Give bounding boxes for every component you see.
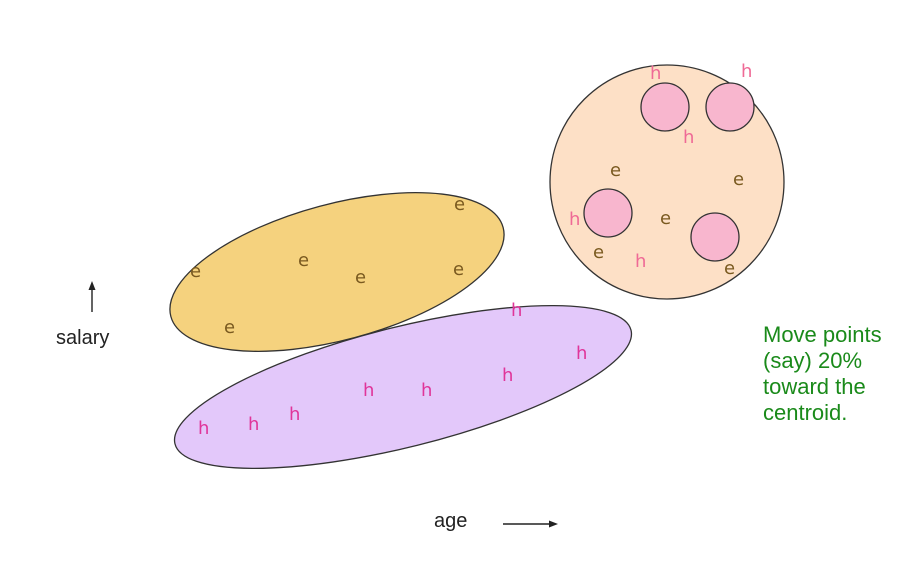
- point-h: h: [363, 380, 374, 401]
- point-e: e: [224, 317, 235, 338]
- point-e: e: [453, 259, 464, 280]
- subcluster-top-left: [640, 82, 690, 132]
- point-h: h: [198, 418, 209, 439]
- point-e: e: [190, 261, 201, 282]
- point-h: h: [635, 251, 646, 272]
- point-h: h: [569, 209, 580, 230]
- point-h: h: [289, 404, 300, 425]
- point-h: h: [421, 380, 432, 401]
- x-axis-label: age: [434, 510, 467, 532]
- subcluster-top-right: [705, 82, 755, 132]
- subcluster-right: [690, 212, 740, 262]
- x-axis-arrow: [503, 520, 558, 528]
- y-axis-label: salary: [56, 327, 109, 349]
- point-e: e: [355, 267, 366, 288]
- point-h: h: [511, 300, 522, 321]
- point-e: e: [593, 242, 604, 263]
- point-e: e: [733, 169, 744, 190]
- point-e: e: [454, 194, 465, 215]
- instruction-note: Move points (say) 20% toward the centroi…: [763, 322, 882, 425]
- point-e: e: [724, 258, 735, 279]
- h-points-peach: h h h h h: [569, 61, 752, 272]
- point-h: h: [741, 61, 752, 82]
- y-axis-arrow: [88, 281, 96, 312]
- point-h: h: [248, 414, 259, 435]
- point-e: e: [298, 250, 309, 271]
- e-points-orange: e e e e e e: [190, 194, 465, 338]
- point-h: h: [576, 343, 587, 364]
- point-h: h: [650, 63, 661, 84]
- point-e: e: [610, 160, 621, 181]
- point-h: h: [683, 127, 694, 148]
- subcluster-left: [583, 188, 633, 238]
- point-e: e: [660, 208, 671, 229]
- point-h: h: [502, 365, 513, 386]
- h-points-purple: h h h h h h h h: [198, 300, 587, 439]
- purple-cluster: [173, 304, 633, 470]
- e-points-peach: e e e e e: [593, 160, 744, 279]
